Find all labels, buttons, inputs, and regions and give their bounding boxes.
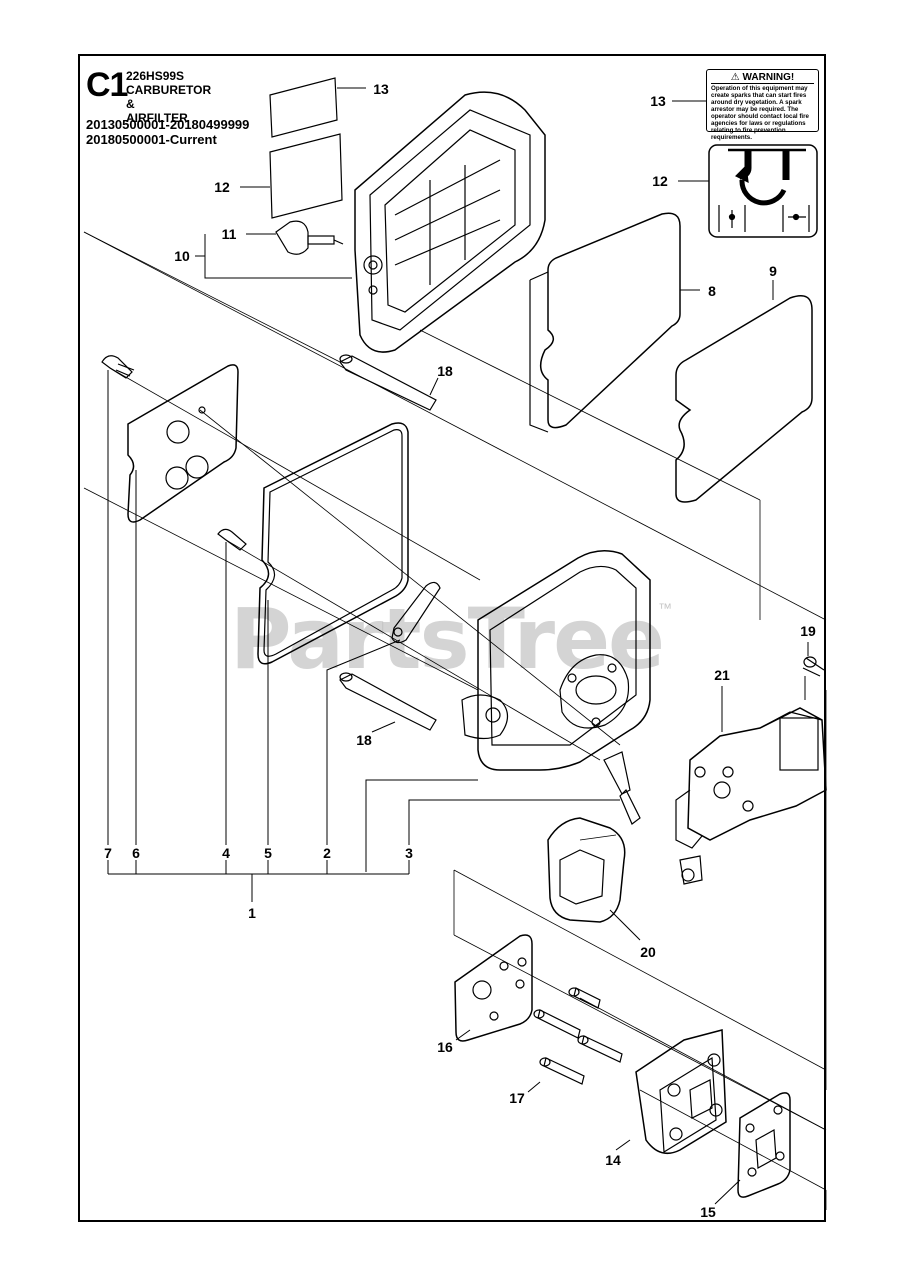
- callout-14: 14: [605, 1152, 621, 1168]
- callout-2: 2: [323, 845, 331, 861]
- watermark-trademark: ™: [658, 600, 672, 616]
- gasket-5: [257, 422, 409, 665]
- gasket-15: [737, 1092, 791, 1198]
- pin-18-top: [339, 354, 437, 411]
- decal-12-choke-symbol: [708, 144, 818, 238]
- callout-18-top: 18: [437, 363, 453, 379]
- callout-7: 7: [104, 845, 112, 861]
- pin-18-bottom: [339, 672, 437, 731]
- air-filter-housing: [461, 550, 651, 771]
- callout-17: 17: [509, 1090, 525, 1106]
- link-rod-3: [603, 751, 641, 825]
- intake-spacer-14: [635, 1029, 727, 1155]
- filter-element-8: [529, 212, 681, 433]
- filter-element-9: [675, 295, 813, 503]
- diagram-frame: [78, 54, 826, 1222]
- lever-2: [391, 581, 441, 644]
- callout-20: 20: [640, 944, 656, 960]
- leader-lines: [107, 87, 809, 1205]
- callout-11: 11: [221, 226, 237, 242]
- serial-range-1: 20130500001-20180499999: [86, 117, 250, 132]
- warning-heading: ⚠ WARNING!: [711, 72, 814, 84]
- section-code: C1: [86, 66, 128, 104]
- warning-text: Operation of this equipment may create s…: [711, 85, 809, 141]
- callout-18-bottom: 18: [356, 732, 372, 748]
- plate-6: [127, 364, 239, 523]
- callout-12-left: 12: [214, 179, 230, 195]
- callout-5: 5: [264, 845, 272, 861]
- callout-12-right: 12: [652, 173, 668, 189]
- callout-6: 6: [132, 845, 140, 861]
- callout-21: 21: [714, 667, 730, 683]
- callout-3: 3: [405, 845, 413, 861]
- callout-13-left: 13: [373, 81, 389, 97]
- callout-16: 16: [437, 1039, 453, 1055]
- section-name-line1: CARBURETOR: [126, 83, 212, 97]
- choke-cover-20: [547, 817, 626, 923]
- callout-19: 19: [800, 623, 816, 639]
- decal-13-blank: [269, 77, 338, 138]
- model-number: 226HS99S: [126, 69, 185, 83]
- bolts-17: [533, 987, 623, 1085]
- air-filter-cover: [354, 91, 546, 353]
- carburetor-21: [675, 707, 827, 885]
- gasket-16: [454, 934, 533, 1042]
- callout-8: 8: [708, 283, 716, 299]
- clip-19: [802, 656, 825, 677]
- callout-4: 4: [222, 845, 230, 861]
- screw-7: [101, 355, 135, 379]
- warning-label-decal: ⚠ WARNING! Operation of this equipment m…: [706, 69, 819, 141]
- reference-lines: [83, 231, 827, 1210]
- decal-12-blank: [269, 133, 343, 219]
- callout-10: 10: [174, 248, 190, 264]
- callout-13-right: 13: [650, 93, 666, 109]
- callout-9: 9: [769, 263, 777, 279]
- serial-range-2: 20180500001-Current: [86, 132, 217, 147]
- section-name-line2: & AIRFILTER: [126, 97, 188, 125]
- knob-part-11: [275, 220, 344, 255]
- callout-1: 1: [248, 905, 256, 921]
- screw-4: [217, 528, 247, 551]
- callout-15: 15: [700, 1204, 716, 1220]
